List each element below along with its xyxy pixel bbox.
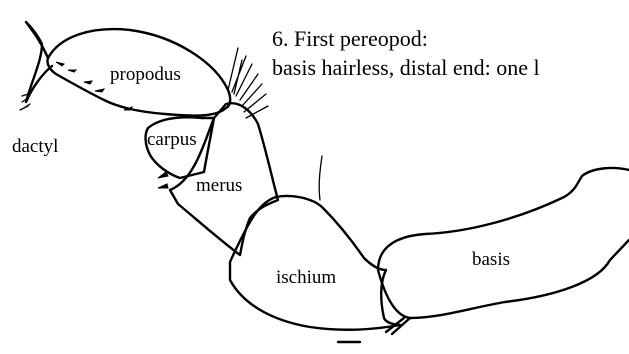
dactyl-segment — [24, 20, 54, 104]
label-dactyl: dactyl — [12, 136, 58, 157]
label-merus: merus — [196, 175, 242, 196]
label-ischium: ischium — [276, 267, 336, 288]
dactyl-setae — [19, 93, 31, 111]
propodus-spines — [55, 61, 169, 189]
propodus-segment — [46, 28, 232, 117]
label-basis: basis — [472, 249, 510, 270]
ischium-segment — [228, 194, 402, 331]
ischium-seta — [318, 155, 323, 201]
basis-segment — [376, 166, 629, 320]
basis-process — [384, 316, 412, 336]
carpus-segment — [144, 116, 216, 180]
label-carpus: carpus — [147, 129, 197, 150]
label-propodus: propodus — [110, 64, 181, 85]
figure-title: 6. First pereopod: — [272, 26, 428, 51]
figure-subtitle: basis hairless, distal end: one l — [272, 55, 540, 80]
carpus-setae — [227, 47, 269, 119]
